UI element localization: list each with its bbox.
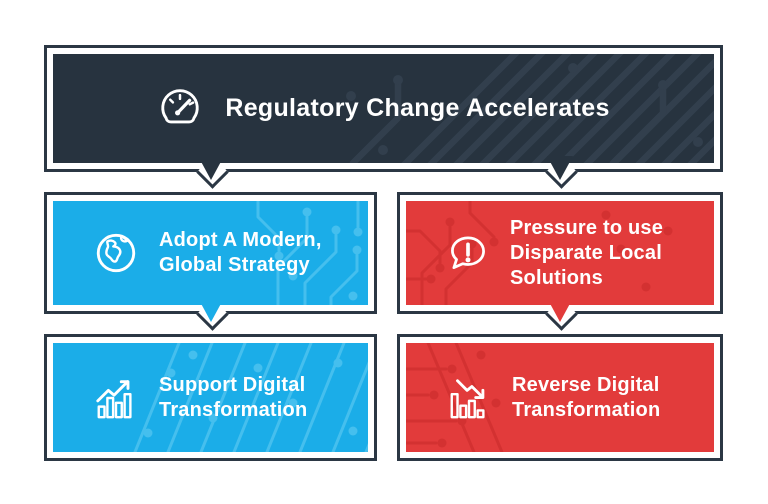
card-reverse-digital-transformation: Reverse Digital Transformation <box>397 334 723 461</box>
card-text-line: Support Digital <box>159 373 306 396</box>
chart-down-icon <box>446 375 492 421</box>
card-text-line: Transformation <box>512 398 661 421</box>
circuit-pattern <box>346 54 714 163</box>
card-text: Adopt A Modern, Global Strategy <box>159 228 322 278</box>
header-card-fill: Regulatory Change Accelerates <box>53 54 714 163</box>
card-text: Pressure to use Disparate Local Solution… <box>510 216 663 291</box>
card-support-digital-transformation: Support Digital Transformation <box>44 334 377 461</box>
card-text-line: Global Strategy <box>159 254 310 276</box>
connector-tip <box>546 156 573 180</box>
card-adopt-global-strategy: Adopt A Modern, Global Strategy <box>44 192 377 331</box>
card-text: Reverse Digital Transformation <box>512 373 660 423</box>
globe-icon <box>93 230 139 276</box>
card-pressure-local-solutions: Pressure to use Disparate Local Solution… <box>397 192 723 331</box>
circuit-pattern <box>406 201 673 305</box>
card-text-line: Disparate Local <box>510 241 662 264</box>
speedometer-icon <box>157 86 203 132</box>
connector-tip <box>197 156 224 180</box>
card-text-line: Solutions <box>510 266 603 289</box>
card-fill: Reverse Digital Transformation <box>406 343 714 452</box>
header-title: Regulatory Change Accelerates <box>225 94 610 122</box>
header-card: Regulatory Change Accelerates <box>44 45 723 189</box>
alert-bubble-icon <box>446 231 490 275</box>
card-text-line: Adopt A Modern, <box>159 229 322 251</box>
card-text-line: Pressure to use <box>510 216 664 239</box>
card-fill: Adopt A Modern, Global Strategy <box>53 201 368 305</box>
card-fill: Pressure to use Disparate Local Solution… <box>406 201 714 305</box>
connector-tip <box>547 298 573 322</box>
card-text-line: Transformation <box>159 398 308 421</box>
card-text-line: Reverse Digital <box>512 373 660 396</box>
circuit-pattern <box>133 343 368 452</box>
connector-tip <box>197 298 224 322</box>
card-fill: Support Digital Transformation <box>53 343 368 452</box>
circuit-pattern <box>256 201 363 305</box>
card-text: Support Digital Transformation <box>159 373 307 423</box>
chart-up-icon <box>93 375 139 421</box>
